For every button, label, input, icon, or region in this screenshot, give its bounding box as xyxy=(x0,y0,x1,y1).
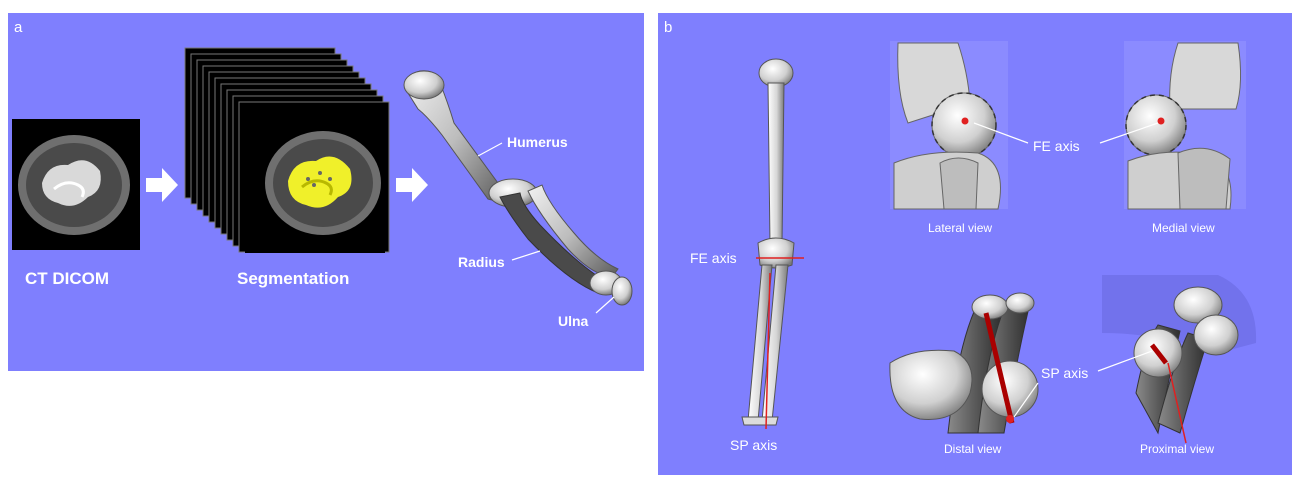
arrow-right-icon xyxy=(396,168,428,202)
full-arm-model xyxy=(742,59,804,429)
medial-view-caption: Medial view xyxy=(1152,221,1215,235)
humerus-label: Humerus xyxy=(507,134,568,150)
sp-axis-label: SP axis xyxy=(730,437,777,453)
distal-view-caption: Distal view xyxy=(944,442,1001,456)
segmentation-stack-image xyxy=(185,48,389,253)
medial-view-image xyxy=(1124,41,1246,209)
radius-label: Radius xyxy=(458,254,505,270)
distal-view-image xyxy=(890,293,1038,433)
ct-dicom-label: CT DICOM xyxy=(25,269,109,289)
arrow-right-icon xyxy=(146,168,178,202)
lateral-view-caption: Lateral view xyxy=(928,221,992,235)
sp-axis-callout: SP axis xyxy=(1041,365,1088,381)
fe-axis-callout: FE axis xyxy=(1033,138,1080,154)
fe-axis-label: FE axis xyxy=(690,250,737,266)
lateral-view-image xyxy=(890,41,1008,209)
proximal-view-caption: Proximal view xyxy=(1140,442,1214,456)
proximal-view-image xyxy=(1102,275,1256,443)
panel-a-graphics xyxy=(8,13,644,371)
arm-bone-model xyxy=(404,71,632,305)
segmentation-label: Segmentation xyxy=(237,269,349,289)
panel-b: b xyxy=(658,13,1292,475)
ct-slice-image xyxy=(12,119,140,250)
panel-b-graphics xyxy=(658,13,1292,475)
ulna-label: Ulna xyxy=(558,313,588,329)
panel-a: a xyxy=(8,13,644,371)
